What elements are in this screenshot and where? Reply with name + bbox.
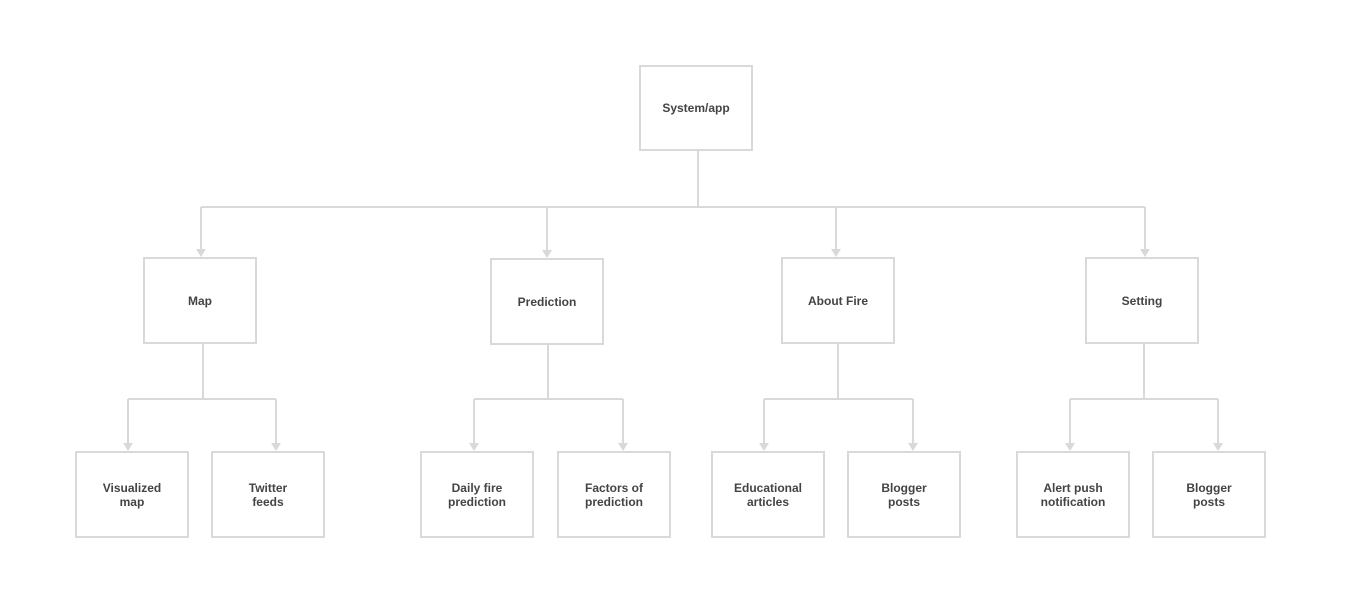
category-prediction: Prediction: [490, 258, 604, 345]
category-map: Map: [143, 257, 257, 344]
category-label: Prediction: [517, 294, 577, 309]
category-about-fire: About Fire: [781, 257, 895, 344]
root-node: System/app: [639, 65, 753, 151]
arrow-head: [831, 249, 841, 257]
root-label: System/app: [662, 101, 730, 115]
category-setting: Setting: [1085, 257, 1199, 344]
leaf-label: Blogger posts: [1186, 480, 1232, 509]
category-label: About Fire: [808, 293, 868, 308]
arrow-head: [1213, 443, 1223, 451]
arrow-head: [469, 443, 479, 451]
arrow-head: [196, 249, 206, 257]
leaf-label: Daily fire prediction: [447, 480, 506, 509]
arrow-head: [908, 443, 918, 451]
leaf-label: Visualized map: [102, 480, 162, 509]
category-label: Setting: [1121, 293, 1163, 308]
arrow-head: [123, 443, 133, 451]
arrow-head: [542, 250, 552, 258]
leaf-label: Alert push notification: [1040, 480, 1106, 509]
leaf-educational-articles: Educational articles: [711, 451, 825, 538]
category-label: Map: [188, 293, 212, 308]
arrow-head: [271, 443, 281, 451]
arrow-head: [759, 443, 769, 451]
leaf-label: Educational articles: [733, 480, 802, 509]
leaf-visualized-map: Visualized map: [75, 451, 189, 538]
leaf-twitter-feeds: Twitter feeds: [211, 451, 325, 538]
leaf-blogger-posts: Blogger posts: [847, 451, 961, 538]
leaf-daily-fire-prediction: Daily fire prediction: [420, 451, 534, 538]
leaf-label: Blogger posts: [881, 480, 927, 509]
leaf-factors-of-prediction: Factors of prediction: [557, 451, 671, 538]
arrow-head: [618, 443, 628, 451]
leaf-blogger-posts-setting: Blogger posts: [1152, 451, 1266, 538]
arrow-head: [1065, 443, 1075, 451]
leaf-label: Factors of prediction: [584, 480, 643, 509]
leaf-alert-push-notification: Alert push notification: [1016, 451, 1130, 538]
leaf-label: Twitter feeds: [248, 480, 288, 509]
arrow-head: [1140, 249, 1150, 257]
